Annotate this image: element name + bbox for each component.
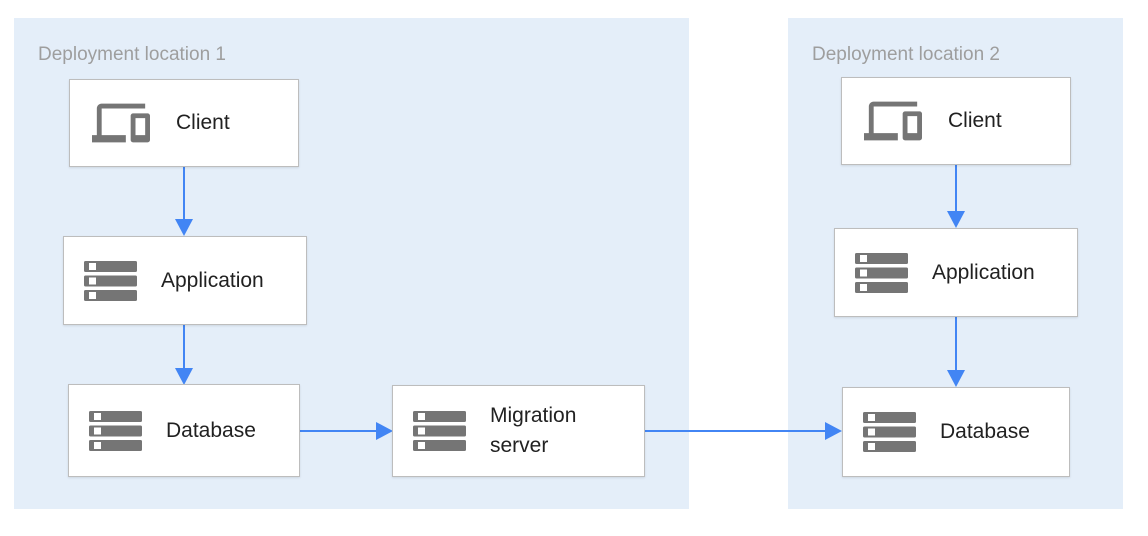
devices-icon (862, 92, 924, 150)
arrow-migration-server-to-database2 (645, 430, 825, 432)
node-application-1: Application (63, 236, 307, 325)
node-label: Migration server (490, 404, 577, 457)
node-label: Application (932, 260, 1035, 284)
arrow-database1-to-migration-server (300, 430, 376, 432)
server-rack-icon (89, 410, 142, 451)
deployment-location-1-label: Deployment location 1 (38, 44, 226, 65)
node-label: Database (940, 420, 1030, 443)
server-rack-icon (413, 411, 466, 451)
node-client-1: Client (69, 79, 299, 167)
node-migration-server: Migration server (392, 385, 645, 477)
node-database-1: Database (68, 384, 300, 477)
devices-icon (90, 94, 152, 152)
arrow-application1-to-database1 (183, 325, 185, 368)
node-database-2: Database (842, 387, 1070, 477)
arrow-client2-to-application2 (955, 165, 957, 211)
node-label: Client (948, 109, 1002, 132)
node-application-2: Application (834, 228, 1078, 317)
server-rack-icon (855, 252, 908, 293)
deployment-location-2-label: Deployment location 2 (812, 44, 1000, 65)
node-client-2: Client (841, 77, 1071, 165)
server-rack-icon (84, 260, 137, 301)
arrow-client1-to-application1 (183, 167, 185, 219)
node-label: Client (176, 111, 230, 134)
server-rack-icon (863, 412, 916, 452)
node-label: Application (161, 268, 264, 292)
arrow-application2-to-database2 (955, 317, 957, 370)
node-label: Database (166, 418, 256, 442)
